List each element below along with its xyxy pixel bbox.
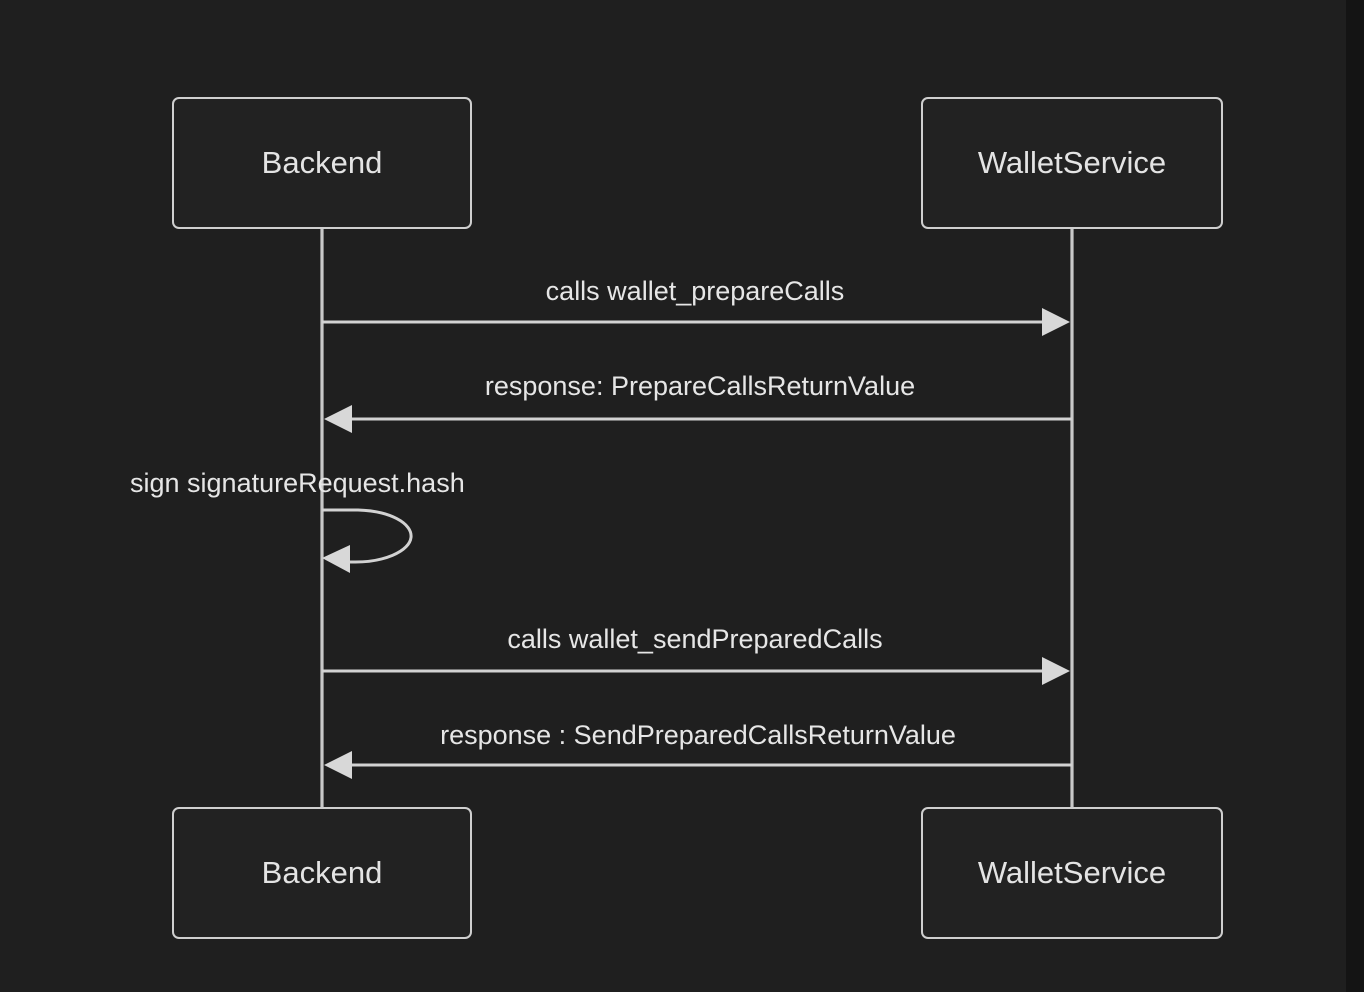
actor-box-rect	[172, 807, 472, 939]
actor-box-walletservice-top[interactable]: WalletService	[921, 97, 1223, 229]
lifelines	[320, 228, 1074, 808]
arrowhead-left-icon	[324, 751, 352, 779]
actor-box-rect	[172, 97, 472, 229]
message-label: calls wallet_prepareCalls	[546, 276, 845, 306]
arrowhead-left-icon	[322, 545, 350, 573]
actor-box-rect	[921, 97, 1223, 229]
arrowhead-right-icon	[1042, 657, 1070, 685]
message-response-preparecallsreturnvalue[interactable]: response: PrepareCallsReturnValue	[324, 371, 1072, 433]
message-label: sign signatureRequest.hash	[130, 468, 465, 498]
self-loop-arc	[322, 508, 413, 564]
message-label: response : SendPreparedCallsReturnValue	[440, 720, 956, 750]
message-label: calls wallet_sendPreparedCalls	[507, 624, 882, 654]
message-calls-wallet-sendpreparedcalls[interactable]: calls wallet_sendPreparedCalls	[322, 624, 1070, 685]
actor-label-backend-bottom: Backend	[262, 855, 383, 890]
arrowhead-left-icon	[324, 405, 352, 433]
actor-label-walletservice-bottom: WalletService	[978, 855, 1166, 890]
message-sign-signaturerequest-hash[interactable]: sign signatureRequest.hash	[130, 468, 465, 573]
actor-box-backend-bottom[interactable]: Backend	[172, 807, 472, 939]
message-response-sendpreparedcallsreturnvalue[interactable]: response : SendPreparedCallsReturnValue	[324, 720, 1072, 779]
actor-label-walletservice-top: WalletService	[978, 145, 1166, 180]
actor-label-backend-top: Backend	[262, 145, 383, 180]
message-calls-wallet-preparecalls[interactable]: calls wallet_prepareCalls	[322, 276, 1070, 336]
arrowhead-right-icon	[1042, 308, 1070, 336]
actor-box-walletservice-bottom[interactable]: WalletService	[921, 807, 1223, 939]
right-edge-strip	[1346, 0, 1364, 992]
actor-box-rect	[921, 807, 1223, 939]
message-label: response: PrepareCallsReturnValue	[485, 371, 915, 401]
actor-box-backend-top[interactable]: Backend	[172, 97, 472, 229]
